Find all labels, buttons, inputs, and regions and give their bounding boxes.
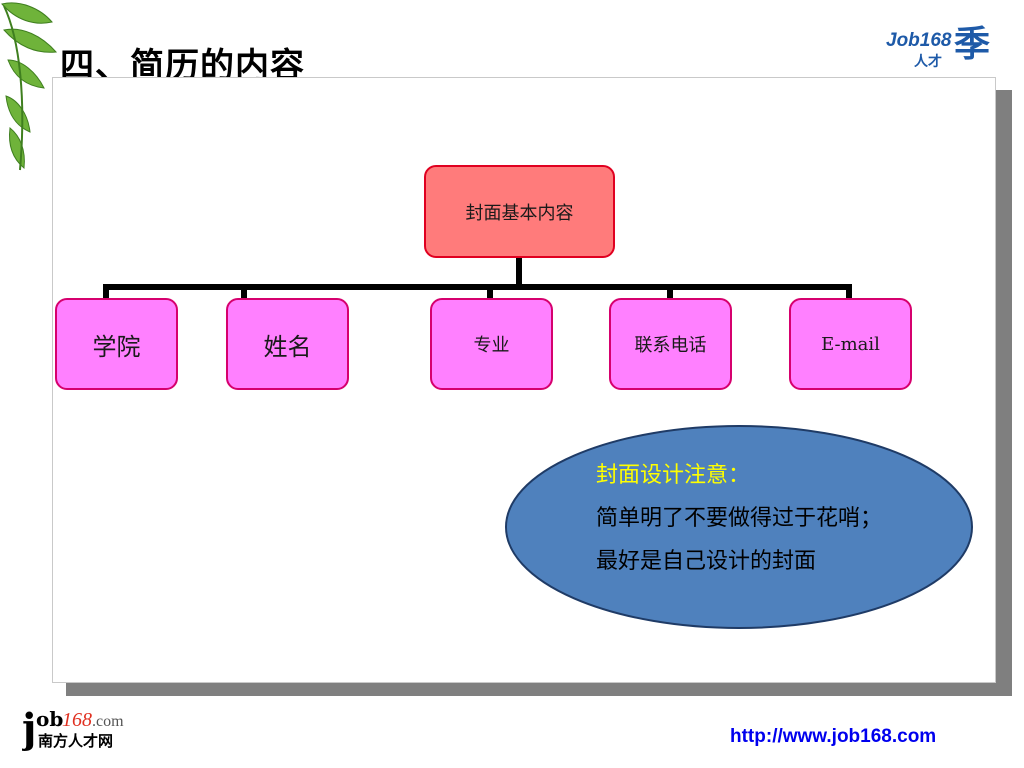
logo-top-char: 季 [954,23,990,65]
logo-bottom-num: 168 [62,709,92,731]
child-node-label: 专业 [473,335,510,356]
child-node-email: E-mail [789,298,912,390]
root-node: 封面基本内容 [424,165,615,258]
design-note: 封面设计注意： 简单明了不要做得过于花哨； 最好是自己设计的封面 [596,454,976,583]
logo-bottom-com: .com [92,713,124,730]
note-line: 简单明了不要做得过于花哨； [596,506,883,531]
child-node-phone: 联系电话 [609,298,732,390]
child-node-label: 学院 [92,332,141,361]
child-node-label: E-mail [821,333,880,355]
note-heading: 封面设计注意： [596,463,751,488]
logo-bottom-ob: ob [36,707,63,731]
footer-url-link[interactable]: http://www.job168.com [730,726,937,747]
logo-bottom-tagline: 南方人才网 [38,732,113,750]
child-node-label: 联系电话 [634,335,707,356]
logo-top-sub: 人才 [914,53,942,70]
job168-logo-icon: Job168 季 人才 [886,23,990,70]
root-node-label: 封面基本内容 [465,202,574,224]
note-line: 最好是自己设计的封面 [596,549,817,574]
leaf-decoration-icon [1,2,58,171]
logo-top-brand: Job168 [886,30,952,51]
job168-site-logo-icon: j ob 168 .com 南方人才网 [22,705,124,752]
child-node-college: 学院 [55,298,178,390]
logo-bottom-j: j [22,705,36,752]
child-node-major: 专业 [430,298,553,390]
child-node-name: 姓名 [226,298,349,390]
child-node-label: 姓名 [263,332,312,361]
note-ellipse [505,425,973,629]
